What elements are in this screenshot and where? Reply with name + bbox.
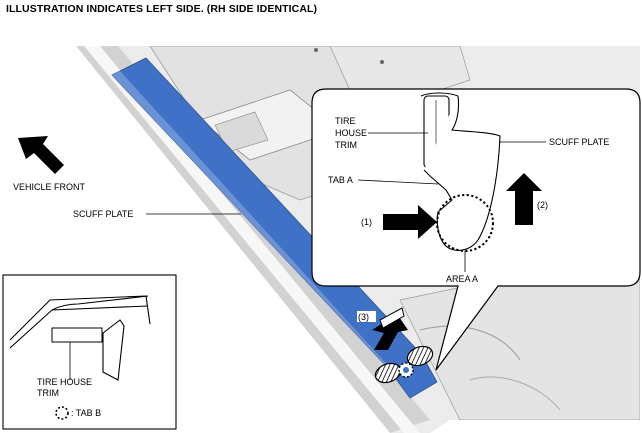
tire-house-trim-inset-label-2: TRIM [37, 388, 59, 398]
scuff-plate-highlight [112, 71, 394, 372]
illustration-caption: ILLUSTRATION INDICATES LEFT SIDE. (RH SI… [6, 3, 318, 15]
tab-b-legend-label: : TAB B [71, 408, 101, 418]
tire-house-trim-detail-label-1: TIRE [335, 116, 356, 126]
vehicle-front-label: VEHICLE FRONT [13, 182, 86, 192]
area-a-dotted-circle-icon [436, 194, 494, 252]
step-2-label: (2) [537, 200, 548, 210]
step-3-arrow-icon [372, 307, 408, 350]
inset-detail: TIRE HOUSE TRIM : TAB B [2, 274, 177, 430]
step-1-label: (1) [361, 217, 372, 227]
clip-area [374, 345, 434, 384]
step-2-arrow-icon [506, 173, 542, 225]
scuff-plate-label: SCUFF PLATE [73, 209, 133, 219]
vehicle-front-arrow-icon [18, 136, 64, 174]
tire-house-trim-inset-label-1: TIRE HOUSE [37, 377, 92, 387]
tire-house-trim-detail-label-2: HOUSE [335, 128, 367, 138]
detail-callout: TIRE HOUSE TRIM SCUFF PLATE TAB A AREA A… [311, 88, 641, 371]
step-1-arrow-icon [383, 205, 437, 239]
tire-house-trim-detail-label-3: TRIM [335, 140, 357, 150]
area-a-label: AREA A [446, 274, 478, 284]
tab-a-label: TAB A [328, 175, 353, 185]
hatched-oval-icon [406, 345, 434, 367]
scuff-plate-detail-label: SCUFF PLATE [549, 137, 609, 147]
tab-b-legend-icon [55, 406, 69, 420]
step-3-label: (3) [358, 312, 369, 322]
